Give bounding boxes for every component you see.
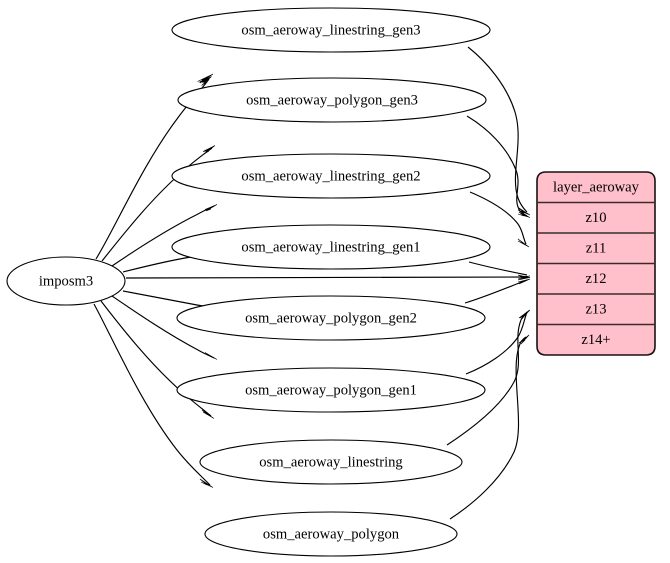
node-osm_aeroway_linestring_gen3[interactable]: osm_aeroway_linestring_gen3 xyxy=(171,7,491,53)
edge-osm_aeroway_polygon_gen3-to-z10 xyxy=(466,115,531,218)
node-osm_aeroway_linestring_gen2[interactable]: osm_aeroway_linestring_gen2 xyxy=(171,153,491,199)
node-layer_aeroway[interactable]: layer_aeroway z10 z11 z12 z13 z14+ xyxy=(536,171,656,356)
node-imposm3[interactable]: imposm3 xyxy=(6,256,126,306)
node-osm_aeroway_linestring_gen1[interactable]: osm_aeroway_linestring_gen1 xyxy=(171,224,491,270)
node-osm_aeroway_polygon_gen3-ellipse[interactable] xyxy=(177,77,487,123)
edge-imposm3-to-osm_aeroway_polygon_gen1 xyxy=(111,295,218,360)
edge-group-tables-to-layer xyxy=(125,46,531,520)
node-osm_aeroway_polygon_gen1[interactable]: osm_aeroway_polygon_gen1 xyxy=(176,367,486,413)
edge-imposm3-to-osm_aeroway_polygon xyxy=(93,303,214,488)
node-imposm3-ellipse[interactable] xyxy=(6,256,126,306)
node-osm_aeroway_linestring_gen3-ellipse[interactable] xyxy=(171,7,491,53)
node-osm_aeroway_linestring[interactable]: osm_aeroway_linestring xyxy=(199,439,463,485)
edge-imposm3-to-z12-direct xyxy=(125,274,531,281)
node-osm_aeroway_polygon-ellipse[interactable] xyxy=(204,511,458,557)
edge-imposm3-to-osm_aeroway_linestring_gen2 xyxy=(111,204,218,267)
node-osm_aeroway_linestring_gen1-ellipse[interactable] xyxy=(171,224,491,270)
edge-osm_aeroway_linestring-to-z13 xyxy=(446,310,530,446)
edge-osm_aeroway_polygon_gen2-to-z12 xyxy=(464,278,531,304)
edge-osm_aeroway_polygon-to-z14plus xyxy=(449,334,530,520)
edge-osm_aeroway_linestring_gen3-to-z10 xyxy=(467,46,531,216)
edge-osm_aeroway_linestring_gen2-to-z11 xyxy=(469,191,530,248)
node-osm_aeroway_linestring-ellipse[interactable] xyxy=(199,439,463,485)
node-osm_aeroway_polygon_gen1-ellipse[interactable] xyxy=(176,367,486,413)
node-osm_aeroway_polygon_gen2-ellipse[interactable] xyxy=(176,295,486,341)
node-osm_aeroway_polygon_gen2[interactable]: osm_aeroway_polygon_gen2 xyxy=(176,295,486,341)
node-osm_aeroway_linestring_gen2-ellipse[interactable] xyxy=(171,153,491,199)
node-osm_aeroway_polygon_gen3[interactable]: osm_aeroway_polygon_gen3 xyxy=(177,77,487,123)
node-osm_aeroway_polygon[interactable]: osm_aeroway_polygon xyxy=(204,511,458,557)
edge-imposm3-to-osm_aeroway_linestring xyxy=(100,300,215,419)
